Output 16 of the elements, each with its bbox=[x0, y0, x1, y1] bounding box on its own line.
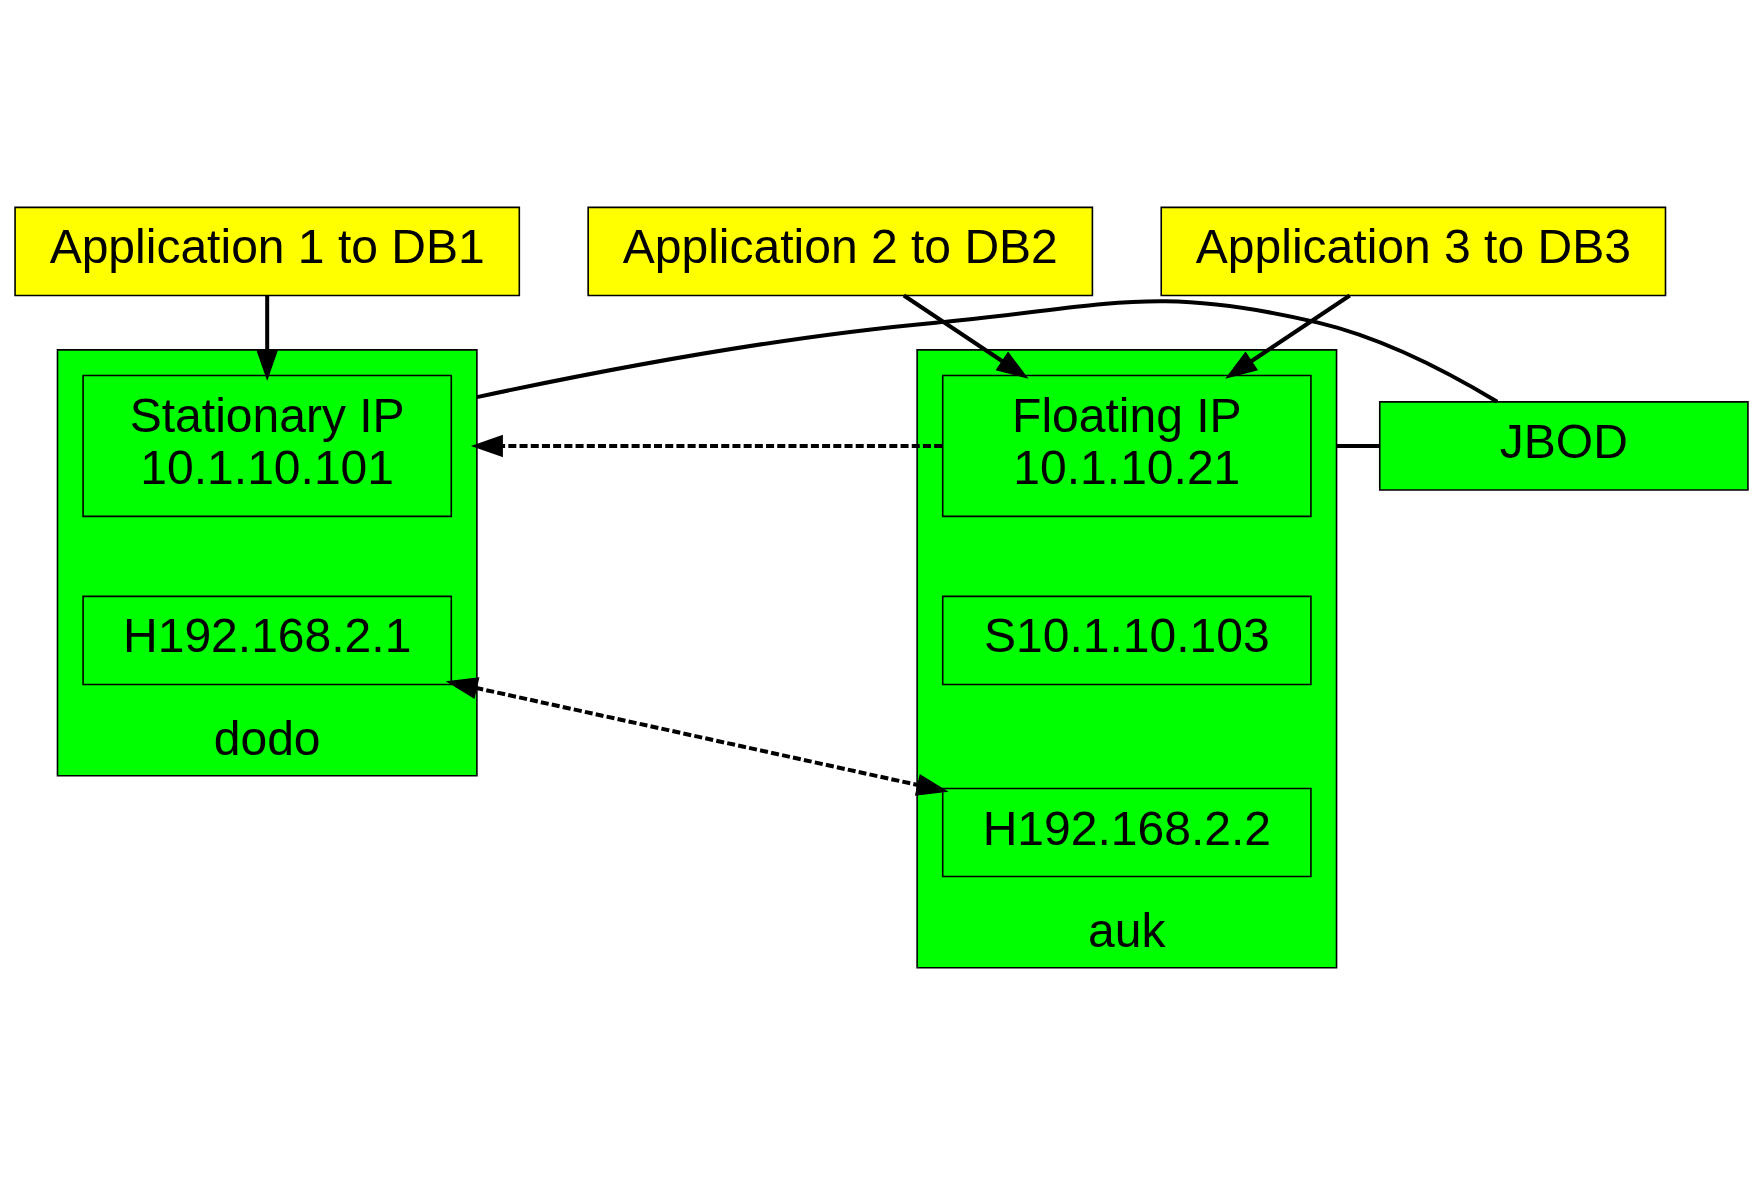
arrow bbox=[255, 295, 279, 381]
node-box: Application 1 to DB1 bbox=[14, 206, 521, 297]
arrow bbox=[470, 434, 943, 458]
node-box: JBOD bbox=[1378, 401, 1749, 491]
node-box: H192.168.2.1 bbox=[82, 595, 453, 686]
connector bbox=[476, 299, 1499, 404]
arrow bbox=[445, 677, 949, 796]
node-box: Application 2 to DB2 bbox=[587, 206, 1094, 297]
arrow bbox=[1225, 293, 1351, 379]
node-box: Stationary IP 10.1.10.101 bbox=[82, 374, 453, 518]
node-box: S10.1.10.103 bbox=[941, 595, 1312, 686]
node-box: H192.168.2.2 bbox=[941, 787, 1312, 878]
arrow bbox=[902, 293, 1029, 379]
connector bbox=[1336, 443, 1380, 448]
node-box: Application 3 to DB3 bbox=[1160, 206, 1667, 297]
node-box: Floating IP 10.1.10.21 bbox=[941, 374, 1312, 518]
